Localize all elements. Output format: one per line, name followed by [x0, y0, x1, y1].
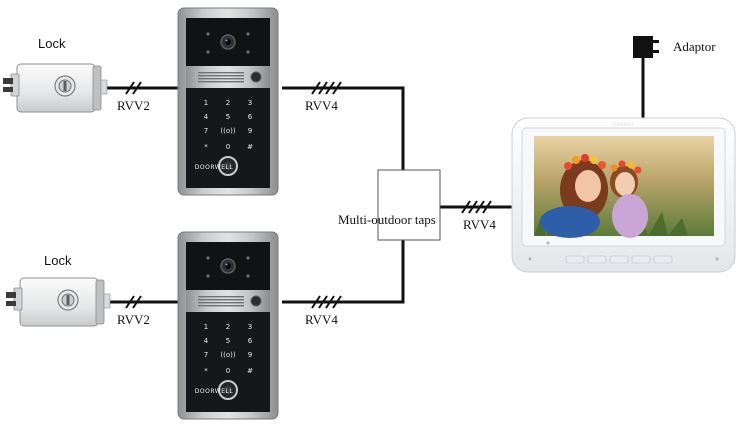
- keypad-key: 6: [248, 337, 253, 345]
- keypad-top: 1 2 3 4 5 6 7 ((o)) 9 * 0 #: [204, 99, 253, 151]
- slash-lock-bottom: [125, 295, 142, 309]
- monitor-led-left: [528, 257, 532, 261]
- monitor-buttons: [528, 241, 719, 264]
- keypad-key: #: [247, 143, 253, 151]
- multi-outdoor-taps-box: [377, 169, 441, 241]
- keypad-bottom: 1 2 3 4 5 6 7 ((o)) 9 * 0 #: [204, 323, 253, 375]
- monitor-button-2[interactable]: [587, 255, 607, 264]
- adaptor-icon: [633, 36, 659, 58]
- wire-door-top: [282, 86, 405, 170]
- keypad-rfid-icon: ((o)): [220, 127, 235, 135]
- adaptor-label: Adaptor: [673, 39, 716, 54]
- panel-bottom-brand-strip: DOORWELL: [217, 236, 241, 241]
- keypad-key: 9: [248, 351, 252, 359]
- slash-door-bottom: [311, 295, 342, 309]
- lock-top: [2, 63, 108, 113]
- labels: Lock Lock RVV2 RVV2 RVV4 RVV4 RVV4 Multi…: [38, 36, 716, 327]
- keypad-key: 5: [226, 113, 230, 121]
- cable-markers: [125, 81, 492, 309]
- keypad-key: 2: [226, 99, 230, 107]
- slash-lock-top: [125, 81, 142, 95]
- monitor-button-3[interactable]: [609, 255, 629, 264]
- keypad-rfid-icon: ((o)): [220, 351, 235, 359]
- lock-bottom: [5, 277, 111, 327]
- door-station-bottom: DOORWELL 1 2 3 4 5 6 7 ((o)) 9 * 0 # DOO…: [177, 231, 279, 420]
- keypad-key: *: [204, 367, 208, 375]
- wire-door-bottom: [282, 240, 405, 304]
- door-station-top: DOORWELL 1 2 3 4 5 6 7 ((o)) 9 * 0 # DOO…: [177, 7, 279, 196]
- panel-brand-logo: DOORWELL: [195, 388, 234, 395]
- keypad-key: 0: [226, 367, 230, 375]
- monitor-mic-dot: [546, 241, 550, 245]
- keypad-key: 3: [248, 323, 252, 331]
- keypad-key: 7: [204, 127, 208, 135]
- monitor-button-4[interactable]: [631, 255, 651, 264]
- keypad-key: 9: [248, 127, 252, 135]
- monitor-button-1[interactable]: [565, 255, 585, 264]
- keypad-key: 2: [226, 323, 230, 331]
- monitor-button-5[interactable]: [653, 255, 673, 264]
- slash-monitor: [461, 200, 492, 214]
- panel-brand-logo: DOORWELL: [195, 164, 234, 171]
- keypad-key: 1: [204, 323, 208, 331]
- keypad-key: 7: [204, 351, 208, 359]
- cable-label-monitor: RVV4: [463, 217, 496, 232]
- keypad-key: 4: [204, 337, 209, 345]
- cable-label-lock-bottom: RVV2: [117, 312, 150, 327]
- keypad-key: 6: [248, 113, 253, 121]
- cable-label-lock-top: RVV2: [117, 98, 150, 113]
- panel-top-brand-strip: DOORWELL: [217, 12, 241, 17]
- monitor-brand-strip: DOORWELL: [612, 122, 636, 127]
- keypad-key: 1: [204, 99, 208, 107]
- lock-bottom-label: Lock: [44, 253, 72, 268]
- keypad-key: *: [204, 143, 208, 151]
- monitor-screen-image: [534, 136, 714, 238]
- keypad-key: 0: [226, 143, 230, 151]
- cable-label-door-top: RVV4: [305, 98, 338, 113]
- lock-top-label: Lock: [38, 36, 66, 51]
- slash-door-top: [311, 81, 342, 95]
- taps-label: Multi-outdoor taps: [338, 212, 436, 227]
- monitor-led-right: [715, 257, 719, 261]
- indoor-monitor: DOORWELL: [511, 117, 736, 273]
- keypad-key: 5: [226, 337, 230, 345]
- keypad-key: 3: [248, 99, 252, 107]
- keypad-key: 4: [204, 113, 209, 121]
- keypad-key: #: [247, 367, 253, 375]
- cable-label-door-bottom: RVV4: [305, 312, 338, 327]
